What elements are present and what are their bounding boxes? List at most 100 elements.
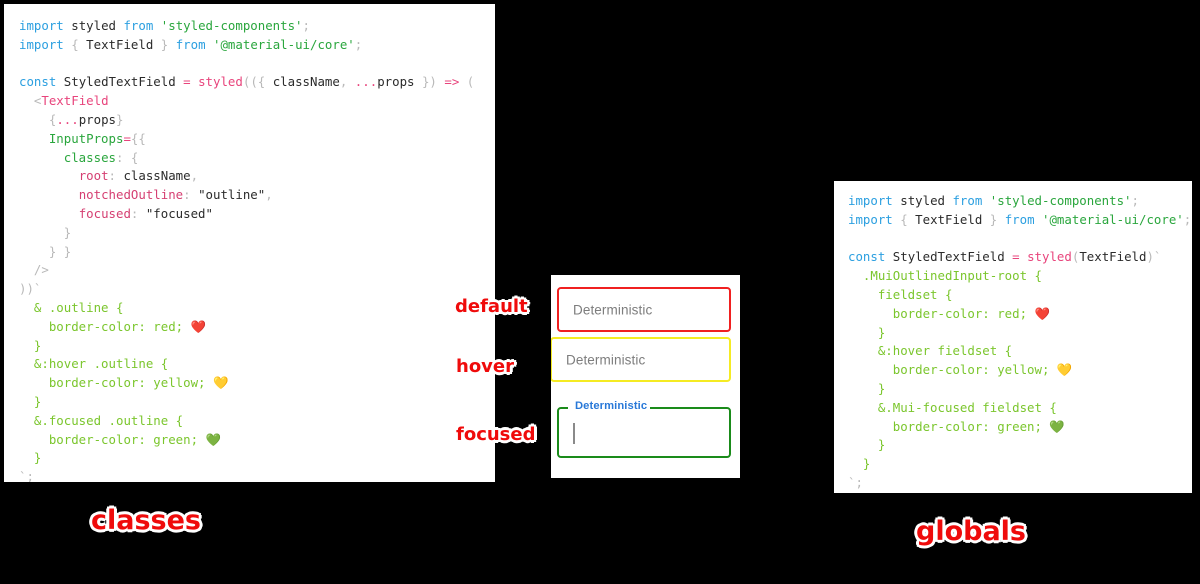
textfield-focused[interactable]: Deterministic: [557, 400, 731, 458]
code-token: [1035, 212, 1042, 227]
code-line: `;: [19, 468, 495, 482]
code-token: (: [466, 74, 475, 90]
textfield-default[interactable]: Deterministic: [557, 287, 731, 332]
code-token: [19, 432, 49, 447]
code-line: import styled from 'styled-components';: [848, 192, 1192, 211]
textfield-demo-panel: Deterministic Deterministic Deterministi…: [551, 275, 740, 478]
code-token: TextField: [78, 36, 161, 52]
code-token: ,: [190, 168, 199, 184]
code-token: [123, 150, 130, 165]
code-token: [19, 338, 34, 353]
code-token: props: [78, 111, 117, 127]
code-token: }: [421, 74, 430, 90]
code-token: InputProps: [48, 130, 124, 146]
code-line: [848, 230, 1192, 249]
textfield-hover[interactable]: Deterministic: [551, 337, 731, 382]
code-token: {: [257, 74, 266, 90]
code-line: fieldset {: [848, 286, 1192, 305]
code-line: .MuiOutlinedInput-root {: [848, 267, 1192, 286]
code-token: />: [33, 262, 49, 278]
code-line: <TextField: [19, 92, 495, 111]
code-line: [19, 55, 495, 74]
code-token: styled: [900, 193, 945, 208]
code-token: ;: [1131, 193, 1139, 208]
code-line: border-color: green; 💚: [19, 431, 495, 450]
code-token: [191, 74, 198, 89]
code-token: [848, 419, 893, 434]
code-token: root: [78, 168, 109, 184]
code-token: 'styled-components': [160, 18, 303, 33]
code-token: [1020, 249, 1027, 264]
heart-emoji: ❤️: [1034, 305, 1050, 321]
code-token: border-color: red;: [892, 305, 1035, 321]
code-token: "outline": [198, 187, 266, 203]
code-line: `;: [848, 474, 1192, 493]
code-token: [19, 375, 49, 390]
text-caret: [573, 423, 575, 444]
annotation-default: default: [455, 296, 528, 317]
code-token: {: [71, 36, 79, 52]
code-line: const StyledTextField = styled(TextField…: [848, 248, 1192, 267]
code-line: import { TextField } from '@material-ui/…: [848, 211, 1192, 230]
code-token: from: [123, 18, 154, 33]
code-token: '@material-ui/core': [213, 36, 355, 52]
code-token: {: [48, 111, 57, 127]
code-token: }: [116, 111, 124, 127]
code-line: }: [848, 455, 1192, 474]
textfield-focused-label: Deterministic: [572, 400, 651, 412]
code-token: from: [1004, 211, 1035, 227]
code-token: TextField: [1079, 249, 1147, 265]
code-token: className: [265, 74, 340, 90]
code-token: & .outline {: [33, 299, 124, 315]
code-token: ): [429, 74, 437, 90]
code-token: )`: [1146, 249, 1162, 265]
code-line: />: [19, 261, 495, 280]
code-token: [19, 319, 49, 334]
code-token: const: [19, 74, 57, 90]
code-token: (: [1071, 249, 1080, 265]
code-token: [153, 18, 160, 33]
code-token: const: [848, 249, 886, 265]
code-token: [848, 362, 893, 377]
code-token: [19, 93, 34, 108]
code-token: '@material-ui/core': [1042, 211, 1184, 227]
code-token: styled: [198, 74, 243, 90]
caption-globals: globals: [916, 516, 1027, 547]
code-token: [19, 168, 79, 183]
annotation-focused: focused: [456, 424, 536, 445]
code-line: }: [19, 337, 495, 356]
code-token: }: [33, 450, 42, 466]
code-token: [848, 437, 878, 452]
code-token: =>: [444, 74, 460, 90]
code-line: InputProps={{: [19, 130, 495, 149]
code-token: [848, 400, 878, 415]
code-token: from: [175, 36, 206, 52]
code-token: styled: [1027, 249, 1072, 265]
code-token: }: [33, 393, 42, 409]
code-line: }: [848, 436, 1192, 455]
code-token: [19, 112, 49, 127]
code-token: }: [877, 380, 886, 396]
code-line: &:hover fieldset {: [848, 342, 1192, 361]
code-token: }: [877, 324, 886, 340]
code-line: &:hover .outline {: [19, 355, 495, 374]
code-line: ))`: [19, 280, 495, 299]
code-line: }: [848, 380, 1192, 399]
code-token: {: [900, 211, 908, 227]
code-line: } }: [19, 243, 495, 262]
code-token: [19, 150, 64, 165]
code-line: const StyledTextField = styled(({ classN…: [19, 73, 495, 92]
code-line: border-color: yellow; 💛: [19, 374, 495, 393]
code-token: [206, 37, 213, 52]
code-token: [848, 268, 863, 283]
code-token: [19, 300, 34, 315]
code-token: "focused": [145, 205, 213, 221]
code-token: import: [19, 18, 64, 33]
code-line: }: [19, 393, 495, 412]
heart-emoji: 💛: [1056, 362, 1073, 378]
code-line: root: className,: [19, 167, 495, 186]
code-token: [848, 325, 878, 340]
heart-emoji: 💚: [205, 431, 221, 447]
code-line: notchedOutline: "outline",: [19, 186, 495, 205]
code-line: {...props}: [19, 111, 495, 130]
